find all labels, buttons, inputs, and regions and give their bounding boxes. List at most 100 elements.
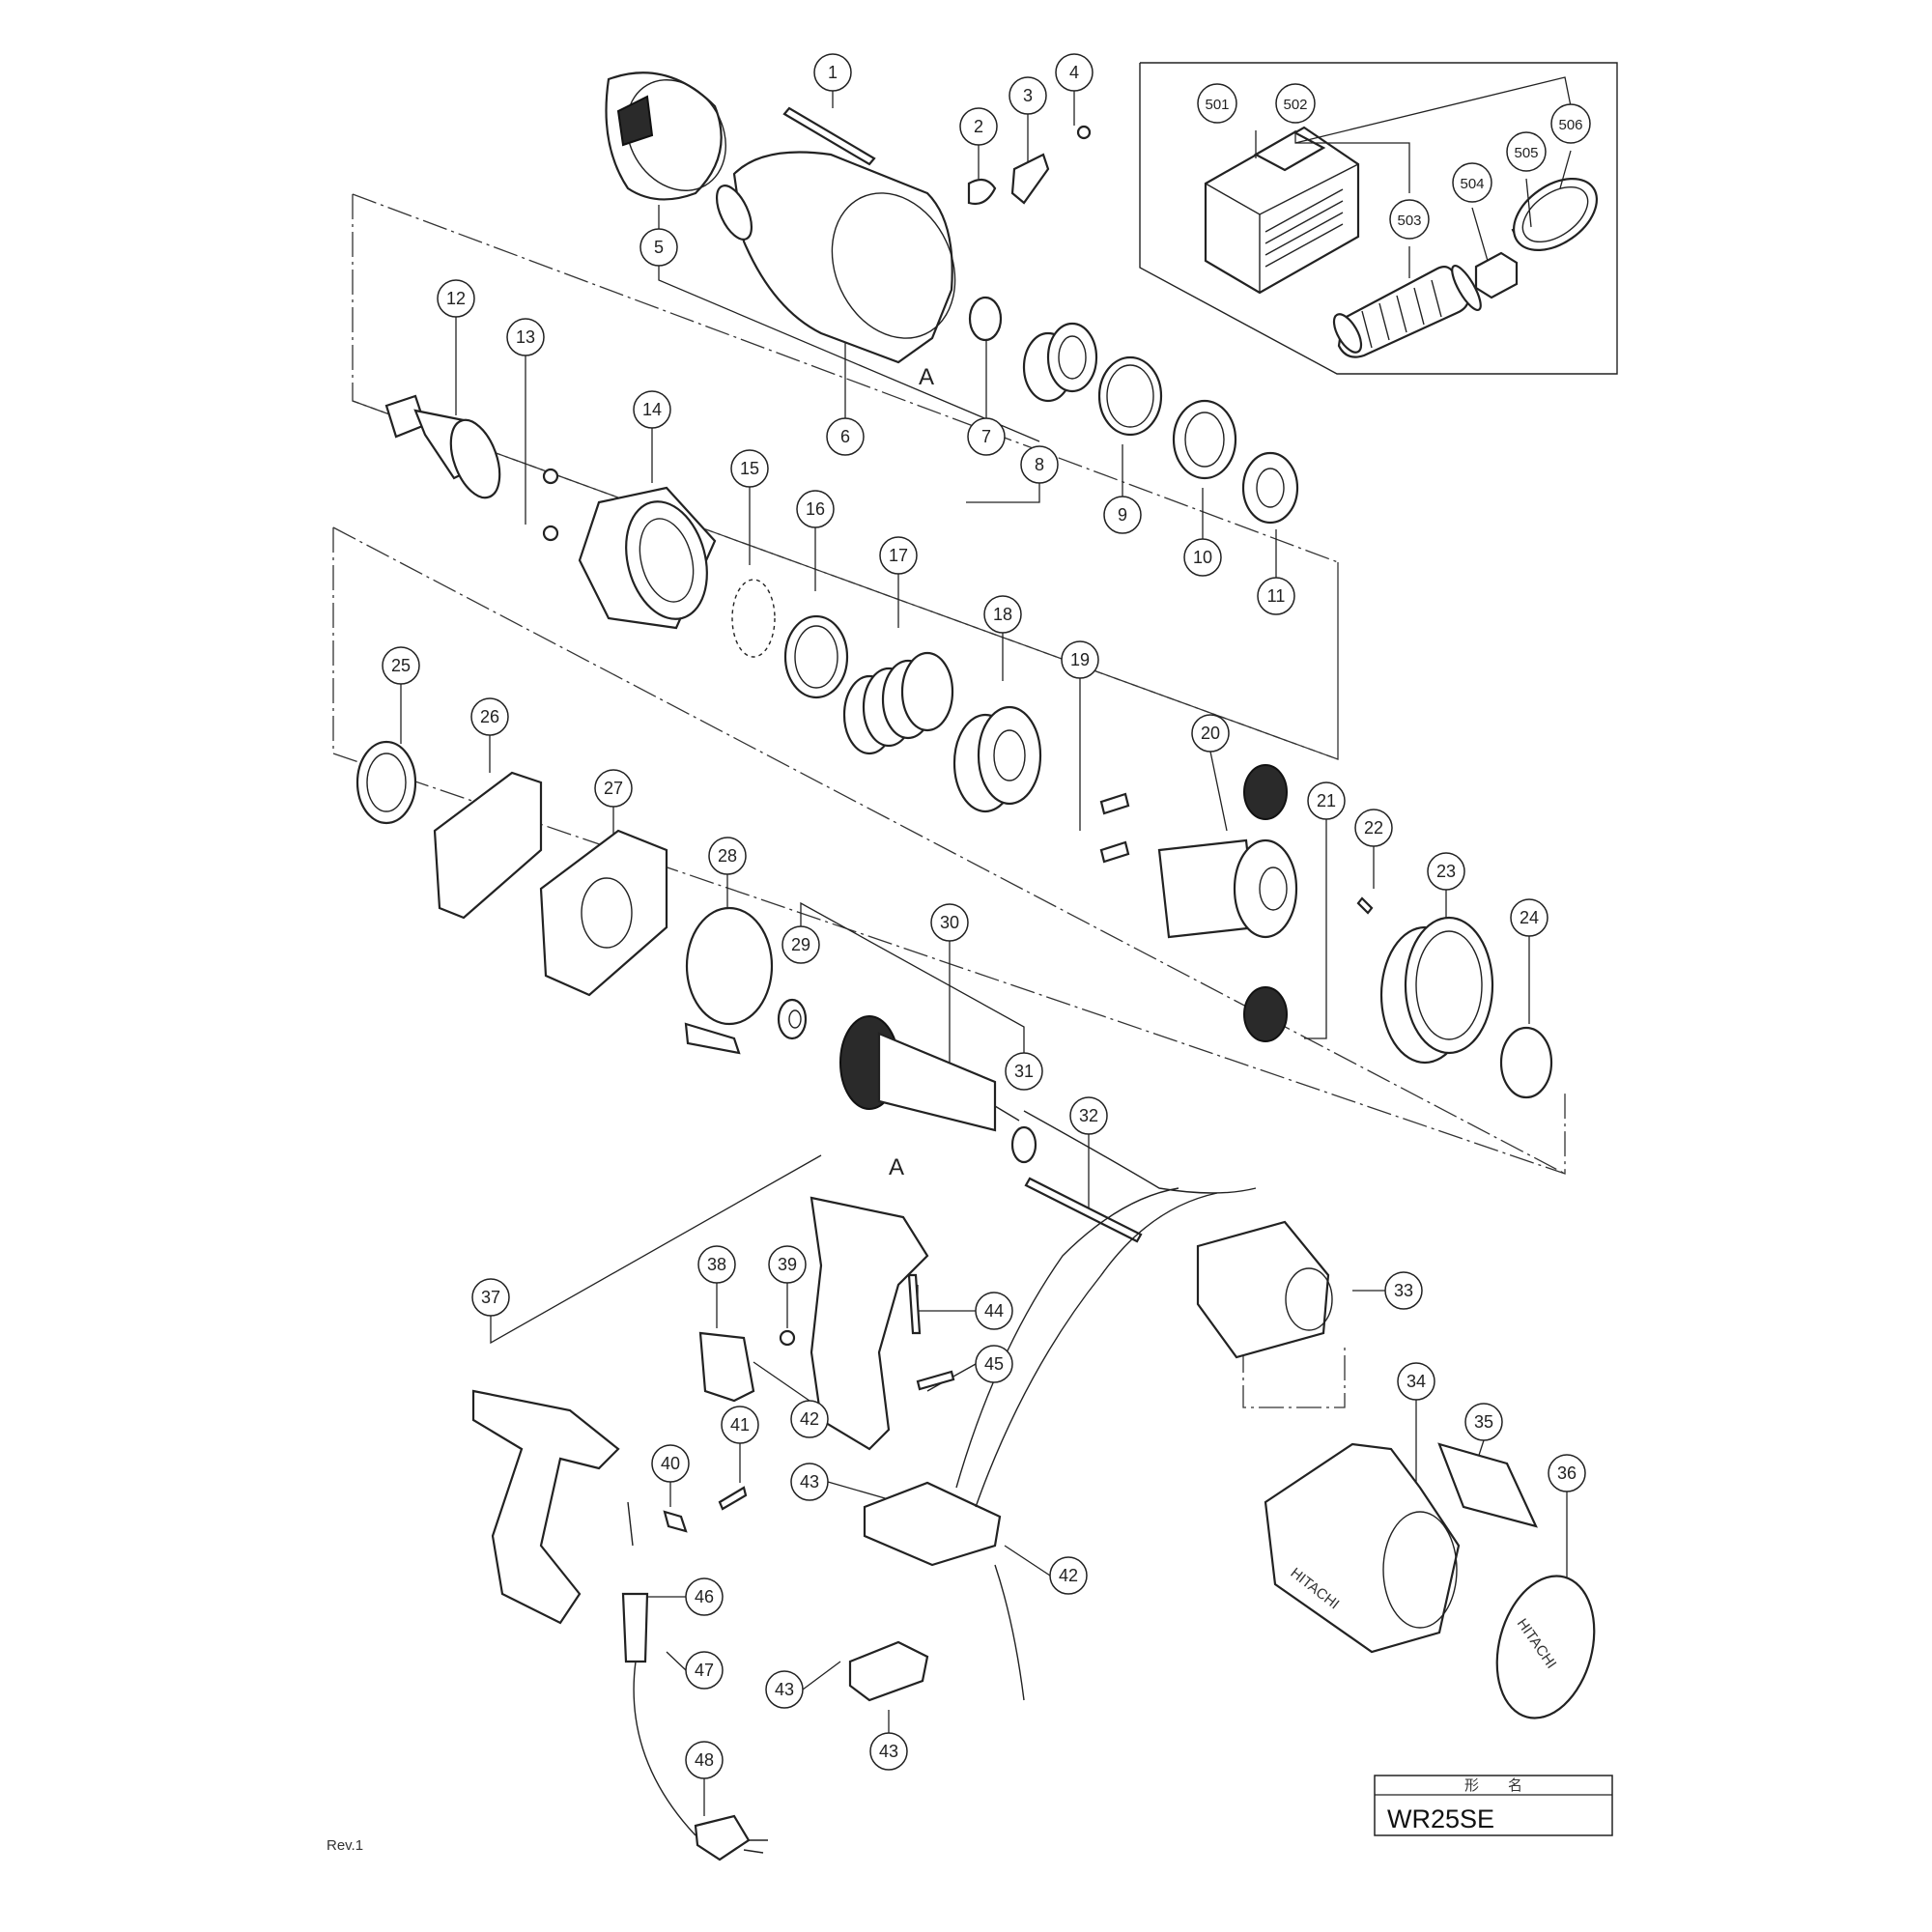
callout-number: 502 [1283, 97, 1307, 113]
callout-number: 41 [730, 1415, 750, 1435]
spring-drawing [842, 651, 954, 755]
callout-number: 23 [1436, 862, 1456, 881]
callout-12: 12 [437, 279, 475, 318]
callout-number: 17 [889, 546, 908, 565]
callout-7: 7 [967, 417, 1006, 456]
model-number: WR25SE [1387, 1804, 1494, 1833]
callout-33: 33 [1384, 1271, 1423, 1310]
callout-number: 42 [800, 1409, 819, 1429]
revision-label: Rev.1 [327, 1837, 363, 1854]
callout-43: 43 [869, 1732, 908, 1771]
callout-23: 23 [1427, 852, 1465, 891]
stator-drawing [1196, 1220, 1333, 1359]
screw-45-drawing [916, 1370, 955, 1391]
callout-number: 2 [974, 117, 983, 136]
callout-26: 26 [470, 697, 509, 736]
callout-number: 16 [806, 499, 825, 519]
power-plug-drawing [694, 1814, 768, 1861]
rubber-ring-drawing [967, 178, 997, 206]
callout-number: 9 [1118, 505, 1127, 525]
callout-22: 22 [1354, 809, 1393, 847]
callout-number: 31 [1014, 1062, 1034, 1081]
side-handle-drawing [1332, 265, 1482, 358]
internal-gear-drawing [1379, 916, 1494, 1065]
callout-number: 26 [480, 707, 499, 726]
callout-18: 18 [983, 595, 1022, 634]
part-drawings: HITACHI HITACHI [355, 71, 1596, 1861]
callout-circle [790, 1400, 829, 1438]
callout-circle [685, 1741, 724, 1779]
callout-circle [1384, 1271, 1423, 1310]
cushion-drawing [952, 705, 1042, 813]
callout-number: 503 [1397, 213, 1421, 229]
inner-cover-drawing [539, 829, 668, 997]
callout-503: 503 [1389, 199, 1430, 240]
callout-502: 502 [1275, 83, 1316, 124]
callout-504: 504 [1452, 162, 1492, 203]
callout-37: 37 [471, 1278, 510, 1317]
callout-circle [975, 1292, 1013, 1330]
handle-cover-drawing [471, 1389, 620, 1625]
callout-circle [1061, 640, 1099, 679]
callout-circle [730, 449, 769, 488]
callout-35: 35 [1464, 1403, 1503, 1441]
callout-number: 11 [1267, 586, 1286, 606]
washer-16-drawing [783, 614, 849, 699]
o-ring-7-drawing [968, 296, 1003, 342]
callout-number: 47 [695, 1661, 714, 1680]
callout-number: 39 [778, 1255, 797, 1274]
callout-38: 38 [697, 1245, 736, 1284]
callout-number: 506 [1558, 117, 1582, 133]
washer-9-drawing [1097, 355, 1163, 437]
callout-number: 30 [940, 913, 959, 932]
callout-circle [1510, 898, 1548, 937]
callout-circle [959, 107, 998, 146]
model-header: 形 名 [1464, 1777, 1522, 1794]
screw-44-drawing [907, 1273, 922, 1335]
callout-circle [1427, 852, 1465, 891]
screw-4-drawing [1076, 125, 1092, 140]
callout-circle [1020, 445, 1059, 484]
callout-number: 43 [879, 1742, 898, 1761]
callout-number: 37 [481, 1288, 500, 1307]
callout-9: 9 [1103, 496, 1142, 534]
callout-number: 8 [1035, 455, 1044, 474]
callout-circle [1191, 714, 1230, 753]
model-box: 形 名 WR25SE [1374, 1775, 1613, 1836]
callout-number: 3 [1023, 86, 1033, 105]
callout-circle [1464, 1403, 1503, 1441]
callout-circle [471, 1278, 510, 1317]
callout-number: 27 [604, 779, 623, 798]
armature-drawing [839, 1015, 1020, 1132]
callout-number: 48 [695, 1750, 714, 1770]
power-cord-drawing [621, 1501, 696, 1836]
callout-11: 11 [1257, 577, 1295, 615]
callout-number: 504 [1460, 176, 1484, 192]
callout-circle [1197, 83, 1237, 124]
pin-upper-drawing [1099, 792, 1130, 815]
washer-25-drawing [355, 740, 417, 825]
callout-number: 1 [828, 63, 838, 82]
anvil-drawing [384, 394, 501, 499]
callout-circle [1005, 1052, 1043, 1091]
cord-clip-drawing [663, 1510, 688, 1533]
callout-number: 22 [1364, 818, 1383, 838]
callout-5: 5 [639, 228, 678, 267]
callout-19: 19 [1061, 640, 1099, 679]
callout-circle [685, 1651, 724, 1690]
callout-number: 35 [1474, 1412, 1493, 1432]
callout-circle [1397, 1362, 1435, 1401]
callout-circle [1307, 781, 1346, 820]
callout-4: 4 [1055, 53, 1094, 92]
callout-circle [1103, 496, 1142, 534]
callout-17: 17 [879, 536, 918, 575]
name-plate-drawing [1437, 1442, 1538, 1528]
callout-number: 15 [740, 459, 759, 478]
callout-number: 24 [1520, 908, 1539, 927]
callout-circle [1354, 809, 1393, 847]
callout-6: 6 [826, 417, 865, 456]
callout-number: 12 [446, 289, 466, 308]
callout-circle [1183, 538, 1222, 577]
callout-circle [930, 903, 969, 942]
